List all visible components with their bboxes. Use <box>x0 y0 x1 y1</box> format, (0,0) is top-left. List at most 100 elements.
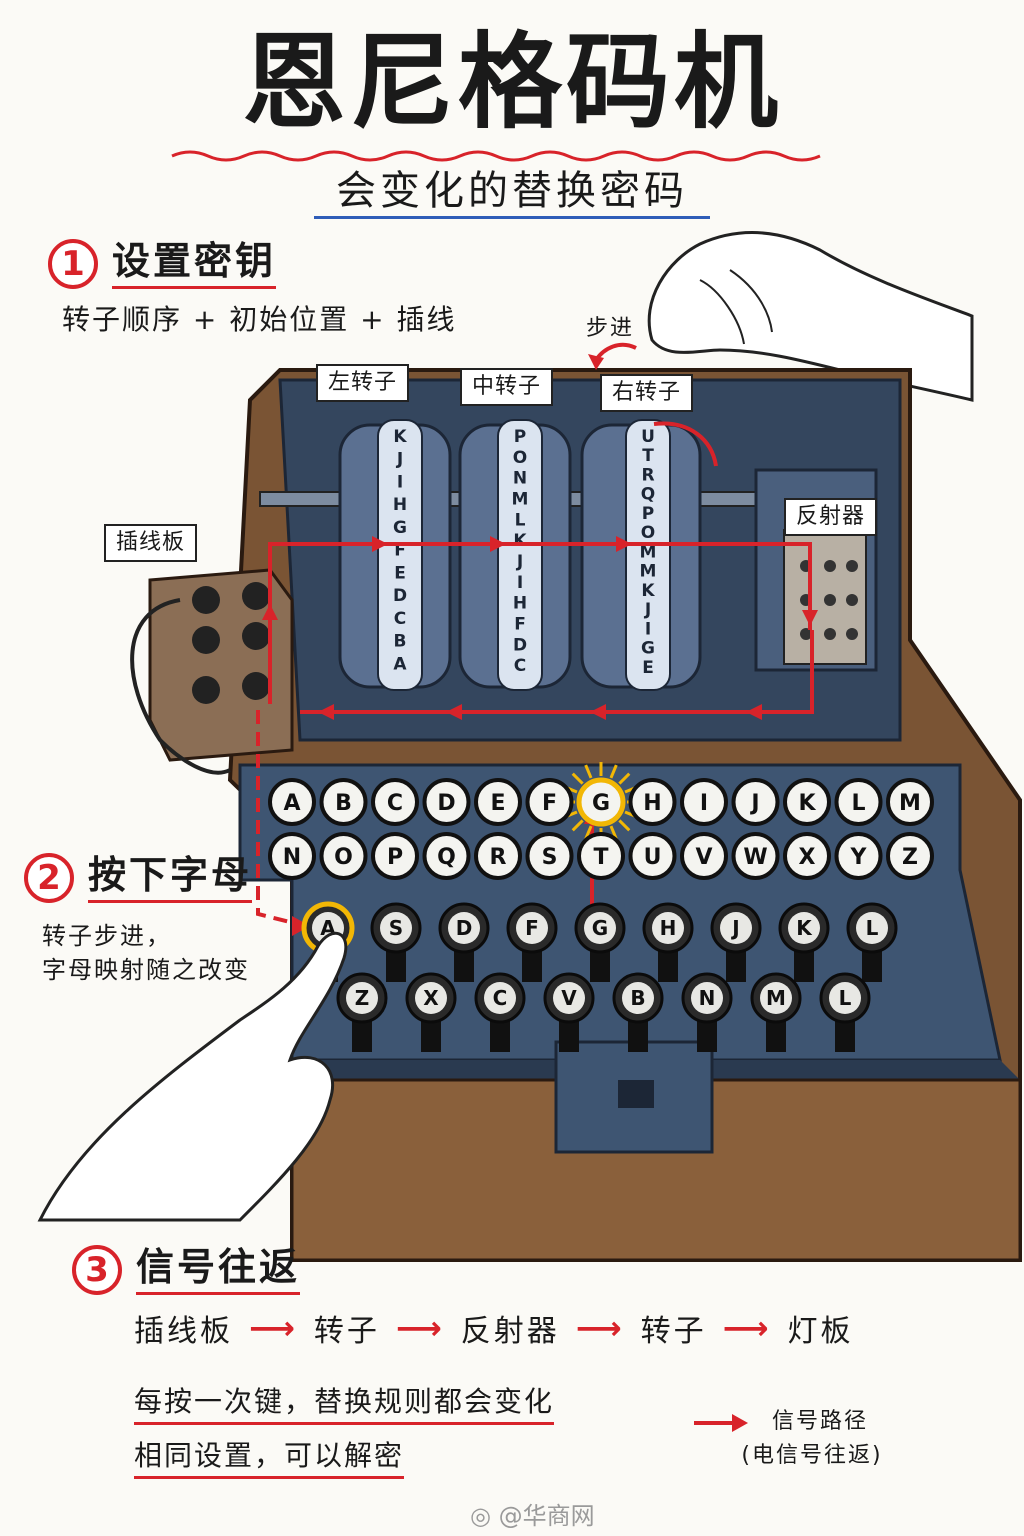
lamp-I <box>680 778 728 826</box>
right-rotor-letter: P <box>642 504 654 524</box>
lamp-letter: N <box>283 845 301 870</box>
lamp-letter: W <box>743 845 767 870</box>
flow-arrow-icon: ⟶ <box>722 1309 772 1347</box>
note-same-setting-decrypt: 相同设置，可以解密 <box>134 1436 405 1479</box>
step-2-description-line-2: 字母映射随之改变 <box>42 956 250 984</box>
plugboard-label: 插线板 <box>104 524 198 562</box>
step-forward-label: 步进 <box>586 316 635 341</box>
subtitle-underline <box>314 216 710 219</box>
legend-signal-path-note: (电信号往返) <box>741 1443 883 1468</box>
lamp-letter: O <box>334 845 353 870</box>
left-rotor-letter: G <box>393 518 407 538</box>
step-3-label: 信号往返 <box>136 1244 301 1295</box>
key-cap <box>691 982 723 1014</box>
right-rotor-letter: G <box>641 639 655 659</box>
key-cap <box>584 912 616 944</box>
signal-arrowheads <box>262 536 818 936</box>
key-cap <box>788 912 820 944</box>
lamp-Z <box>886 832 934 880</box>
lamp-N <box>268 832 316 880</box>
title-wavy-underline <box>171 150 821 162</box>
left-rotor <box>338 419 452 691</box>
step-3-heading: 3 信号往返 <box>72 1244 301 1295</box>
left-rotor-label: 左转子 <box>316 364 410 402</box>
key-letter: F <box>525 916 539 940</box>
lamp-Y <box>834 832 883 880</box>
key-cap <box>720 912 752 944</box>
key-letter: Z <box>355 986 370 1010</box>
lamp-letter: B <box>335 791 352 816</box>
right-rotor-letter: K <box>641 581 655 601</box>
right-rotor-letter: U <box>641 427 655 447</box>
lamp-letter: G <box>592 791 610 816</box>
page-title: 恩尼格码机 <box>241 20 782 143</box>
reflector-label: 反射器 <box>784 498 878 536</box>
step-2-label: 按下字母 <box>88 852 253 903</box>
step-1-description: 转子顺序 + 初始位置 + 插线 <box>62 303 457 336</box>
key-letter: G <box>592 916 608 940</box>
lamp-letter: Z <box>902 845 918 870</box>
flow-arrow-icon: ⟶ <box>575 1309 625 1347</box>
lamp-W <box>731 832 780 880</box>
left-rotor-letter: A <box>393 654 407 674</box>
right-rotor-letter: I <box>645 619 651 639</box>
key-letter: B <box>630 986 645 1010</box>
lamp-letter: C <box>387 791 403 816</box>
lamp-E <box>474 778 522 826</box>
right-rotor <box>580 419 702 691</box>
lamp-letter: A <box>283 791 300 816</box>
middle-rotor-letter: P <box>514 427 526 447</box>
lamp-letter: R <box>490 845 507 870</box>
middle-rotor-letter: D <box>513 635 527 655</box>
key-letter: L <box>839 986 852 1010</box>
step-1-heading: 1 设置密钥 <box>48 238 277 289</box>
lamp-V <box>680 832 728 880</box>
right-rotor-letter: Q <box>641 485 655 505</box>
step-2-number: 2 <box>24 852 74 903</box>
lamp-B <box>319 778 368 826</box>
key-letter: K <box>796 916 813 940</box>
right-rotor-letter: M <box>640 542 657 562</box>
signal-path <box>256 542 814 928</box>
lamp-letter: E <box>490 791 505 816</box>
key-cap <box>829 982 861 1014</box>
right-rotor-letter: O <box>641 523 655 543</box>
left-rotor-letter: B <box>394 632 407 652</box>
lamp-letter: L <box>851 791 865 816</box>
right-rotor-letter: M <box>640 562 657 582</box>
key-cap <box>380 912 412 944</box>
key-letter: N <box>699 986 716 1010</box>
lamp-P <box>371 832 419 880</box>
right-rotor-letter: E <box>642 658 654 678</box>
key-cap <box>652 912 684 944</box>
right-rotor-letter: T <box>642 446 654 466</box>
lamp-D <box>422 778 471 826</box>
flow-rotor-forward: 转子 <box>313 1314 380 1349</box>
flow-plugboard: 插线板 <box>134 1314 233 1349</box>
legend-arrow-icon <box>694 1414 748 1432</box>
step-1-number: 1 <box>48 238 98 289</box>
lamp-U <box>628 832 677 880</box>
lamp-Q <box>422 832 471 880</box>
lamp-letter: D <box>437 791 455 816</box>
lamp-letter: M <box>899 791 921 816</box>
flow-reflector: 反射器 <box>460 1314 560 1349</box>
step-2-heading: 2 按下字母 <box>24 852 253 903</box>
key-cap <box>484 982 516 1014</box>
key-letter: C <box>493 986 508 1010</box>
key-letter: L <box>866 916 879 940</box>
lamp-letter: Q <box>437 845 456 870</box>
key-cap <box>553 982 585 1014</box>
key-cap <box>346 982 378 1014</box>
key-letter: J <box>730 916 739 940</box>
legend-signal-path: 信号路径 <box>771 1409 868 1434</box>
step-1-label: 设置密钥 <box>112 238 277 289</box>
middle-rotor-letter: K <box>513 531 527 551</box>
lamp-K <box>783 778 831 826</box>
key-letter: X <box>423 986 439 1010</box>
lamp-letter: I <box>700 791 708 816</box>
key-letter: M <box>766 986 786 1010</box>
flow-rotor-back: 转子 <box>640 1314 707 1349</box>
